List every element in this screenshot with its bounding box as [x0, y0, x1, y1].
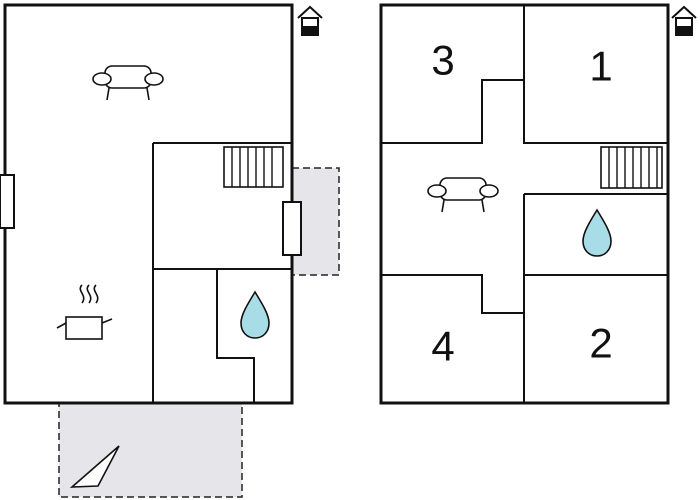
- room-label-4: 4: [431, 323, 454, 370]
- ground-floor: [0, 3, 340, 498]
- staircase-icon: [600, 146, 663, 189]
- entrance-marker-icon: [69, 445, 120, 488]
- house-north-icon: [297, 5, 323, 36]
- ground-floor-inner-walls: [152, 142, 292, 403]
- staircase-icon: [223, 146, 284, 188]
- ground-floor-outer-wall: [3, 3, 294, 405]
- upper-floor: 3 1 4 2: [379, 3, 697, 405]
- upper-floor-inner-walls: [381, 5, 668, 403]
- house-north-icon: [671, 5, 697, 36]
- cooking-pot-icon: [56, 284, 113, 340]
- door-icon: [282, 201, 302, 256]
- room-label-2: 2: [589, 320, 612, 367]
- room-label-1: 1: [589, 43, 612, 90]
- water-drop-icon: [582, 208, 612, 257]
- sofa-icon: [92, 65, 164, 101]
- water-drop-icon: [240, 290, 270, 339]
- window-icon: [0, 174, 15, 229]
- room-label-3: 3: [431, 37, 454, 84]
- sofa-icon: [427, 177, 499, 213]
